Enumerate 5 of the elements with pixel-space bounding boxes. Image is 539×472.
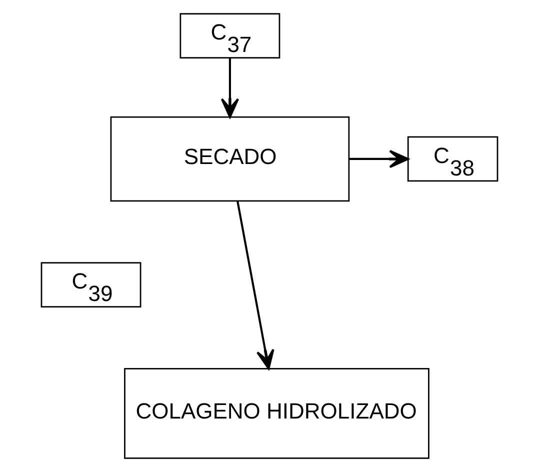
node-box: COLAGENO HIDROLIZADO — [124, 368, 430, 459]
arrow — [236, 201, 274, 370]
arrow — [349, 150, 409, 168]
node-box: SECADO — [110, 116, 350, 202]
arrow — [220, 58, 240, 118]
